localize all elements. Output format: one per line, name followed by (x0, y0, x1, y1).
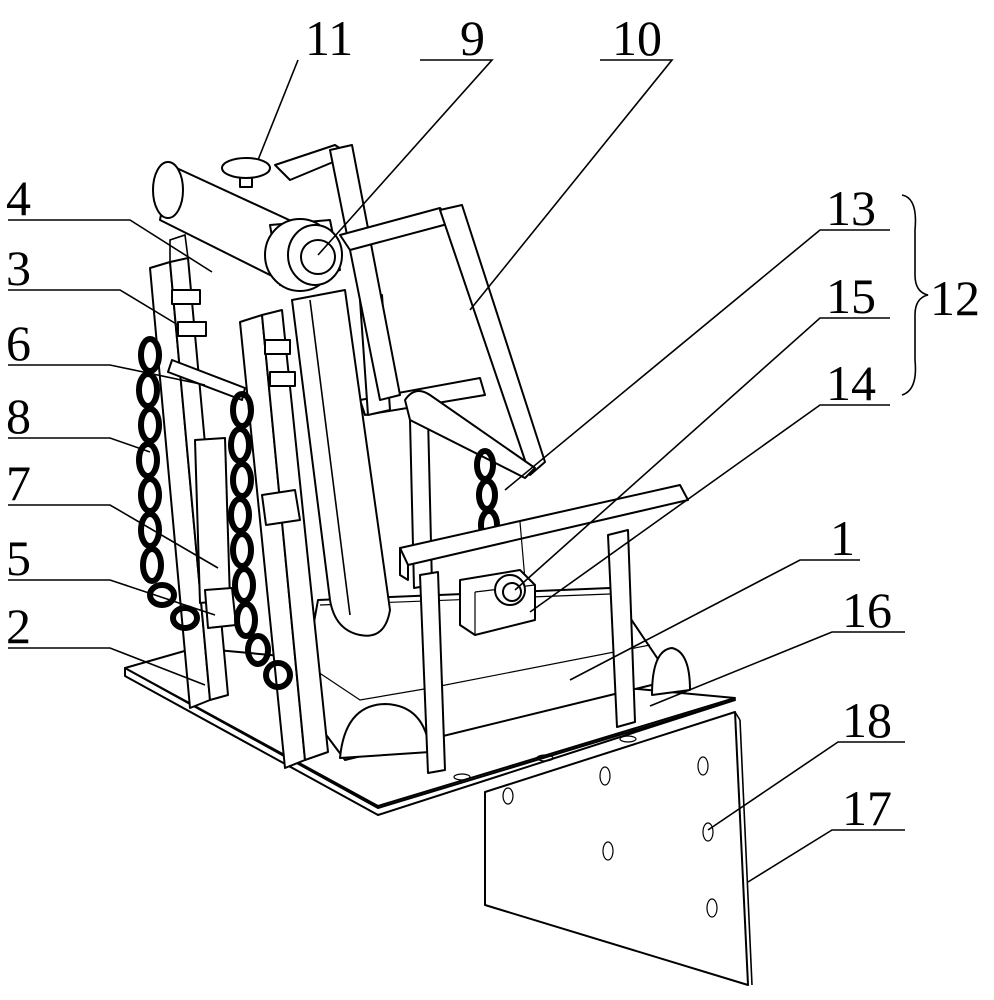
label-15: 15 (826, 268, 876, 324)
label-5: 5 (6, 530, 31, 586)
label-14: 14 (826, 355, 876, 411)
label-7: 7 (6, 455, 31, 511)
label-3: 3 (6, 240, 31, 296)
label-16: 16 (842, 582, 892, 638)
label-8: 8 (6, 388, 31, 444)
label-1: 1 (830, 510, 855, 566)
chain-right (477, 451, 497, 539)
left-posts (150, 235, 245, 708)
label-17: 17 (842, 780, 892, 836)
label-18: 18 (842, 692, 892, 748)
label-6: 6 (6, 315, 31, 371)
label-13: 13 (826, 180, 876, 236)
label-4: 4 (6, 170, 31, 226)
label-11: 11 (305, 10, 353, 66)
label-2: 2 (6, 598, 31, 654)
label-9: 9 (460, 10, 485, 66)
label-12: 12 (930, 270, 980, 326)
brace-12 (902, 195, 928, 395)
label-10: 10 (612, 10, 662, 66)
